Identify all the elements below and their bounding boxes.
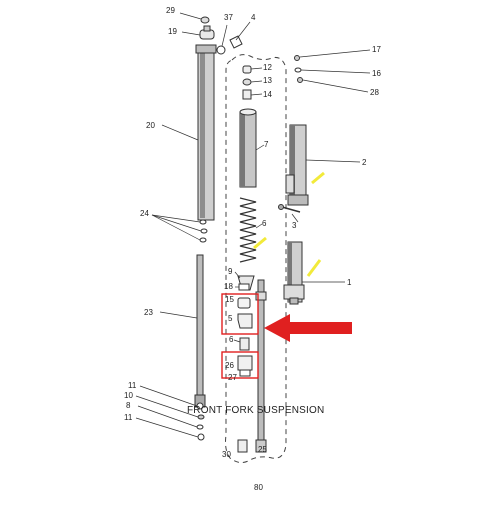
part-15 — [237, 297, 251, 309]
callout-9: 9 — [228, 267, 233, 276]
callout-28: 28 — [370, 88, 379, 97]
callout-14: 14 — [263, 90, 272, 99]
callout-10: 10 — [124, 391, 133, 400]
callout-37: 37 — [224, 13, 233, 22]
callout-23: 23 — [144, 308, 153, 317]
marker-2 — [311, 171, 325, 185]
callout-24: 24 — [140, 209, 149, 218]
callout-11-top: 11 — [128, 381, 137, 390]
callout-13: 13 — [263, 76, 272, 85]
callout-15: 15 — [225, 295, 234, 304]
part-14 — [242, 89, 252, 100]
part-18 — [238, 283, 250, 291]
highlight-box-top — [221, 293, 259, 335]
callout-4: 4 — [251, 13, 256, 22]
dashed-enclosure — [225, 54, 287, 464]
part-30 — [237, 439, 248, 453]
callout-19: 19 — [168, 27, 177, 36]
callout-3: 3 — [292, 221, 297, 230]
callout-8: 8 — [126, 401, 131, 410]
part-26 — [237, 355, 253, 371]
red-arrow — [264, 314, 352, 342]
callout-26: 26 — [225, 361, 234, 370]
callout-6-lower: 6 — [229, 335, 234, 344]
callout-30: 30 — [222, 450, 231, 459]
part-4-clip — [229, 35, 243, 49]
part-12 — [242, 65, 252, 74]
callout-17: 17 — [372, 45, 381, 54]
marker-1 — [306, 259, 322, 277]
callout-11-bottom: 11 — [124, 413, 133, 422]
part-6-bush — [239, 337, 250, 351]
callout-12: 12 — [263, 63, 272, 72]
figure-caption: FRONT FORK SUSPENSION — [187, 405, 324, 416]
part-2-outer-tube — [285, 124, 309, 206]
callout-16: 16 — [372, 69, 381, 78]
part-29-nut — [200, 16, 210, 24]
part-37-ring — [216, 45, 226, 55]
part-20-fork-tube — [195, 44, 217, 221]
callout-29: 29 — [166, 6, 175, 15]
marker-6 — [253, 236, 267, 250]
callout-20: 20 — [146, 121, 155, 130]
callout-1: 1 — [347, 278, 352, 287]
part-24-clips — [199, 219, 208, 243]
part-27 — [239, 369, 251, 377]
part-28-bolt — [297, 77, 303, 83]
part-7-inner-tube — [239, 108, 257, 188]
highlight-box-bottom — [221, 351, 259, 379]
callout-5: 5 — [228, 314, 233, 323]
callout-7: 7 — [264, 140, 269, 149]
part-3-bolt — [278, 204, 301, 213]
callout-2: 2 — [362, 158, 367, 167]
part-17-screw — [294, 55, 300, 61]
part-6-spring — [239, 197, 257, 263]
callout-25: 25 — [258, 445, 267, 454]
part-19-cap — [199, 25, 215, 40]
part-13 — [242, 78, 252, 86]
callout-18: 18 — [224, 282, 233, 291]
part-16-washer — [294, 67, 302, 73]
callout-27: 27 — [228, 373, 237, 382]
callout-6: 6 — [262, 219, 267, 228]
page-number: 80 — [254, 483, 263, 492]
part-5 — [237, 313, 253, 329]
part-11-bottom — [197, 433, 205, 441]
part-23-rod — [194, 254, 206, 408]
part-1-lower-slider — [283, 241, 305, 305]
part-8 — [196, 424, 204, 430]
